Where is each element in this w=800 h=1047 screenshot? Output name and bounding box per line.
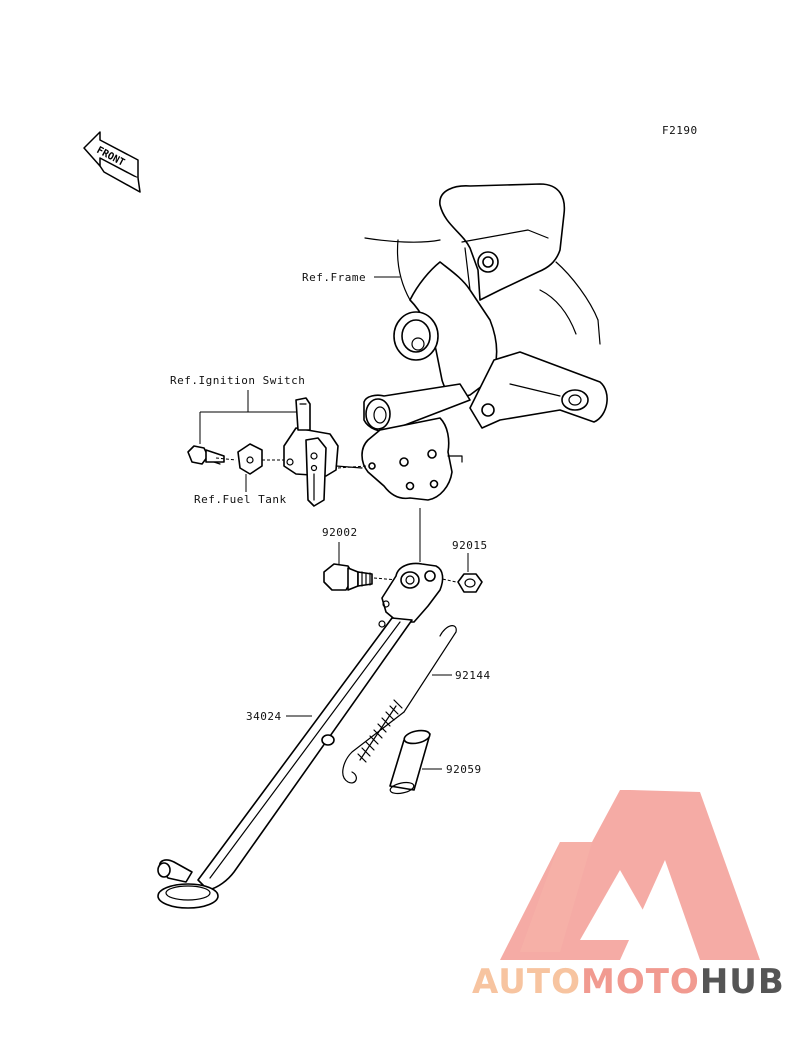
part-label-92144: 92144 xyxy=(455,669,491,682)
switch-bolt xyxy=(187,445,225,465)
part-label-92059: 92059 xyxy=(446,763,482,776)
spring-92144 xyxy=(342,625,457,784)
frame-assembly xyxy=(361,183,608,501)
front-arrow-icon: FRONT xyxy=(83,131,141,193)
part-label-92002: 92002 xyxy=(322,526,358,539)
ref-ignition-switch-label: Ref.Ignition Switch xyxy=(170,374,305,387)
part-label-92015: 92015 xyxy=(452,539,488,552)
sidestand-switch xyxy=(187,397,363,507)
watermark-text: AUTOMOTOHUB xyxy=(472,962,785,1002)
watermark-part1: AUTO xyxy=(472,962,581,1002)
bolt-92002 xyxy=(323,563,373,591)
watermark-part2: MOTO xyxy=(581,962,700,1002)
side-stand-34024 xyxy=(157,562,444,909)
svg-text:AUTOMOTOHUB: AUTOMOTOHUB xyxy=(472,962,785,1002)
watermark-logo-icon xyxy=(500,790,760,960)
ref-fuel-tank-label: Ref.Fuel Tank xyxy=(194,493,287,506)
figure-code: F2190 xyxy=(662,124,698,137)
nut-92015 xyxy=(457,573,483,593)
watermark-part3: HUB xyxy=(700,962,785,1002)
collar-92059 xyxy=(389,729,431,795)
part-label-34024: 34024 xyxy=(246,710,282,723)
ref-frame-label: Ref.Frame xyxy=(302,271,366,284)
